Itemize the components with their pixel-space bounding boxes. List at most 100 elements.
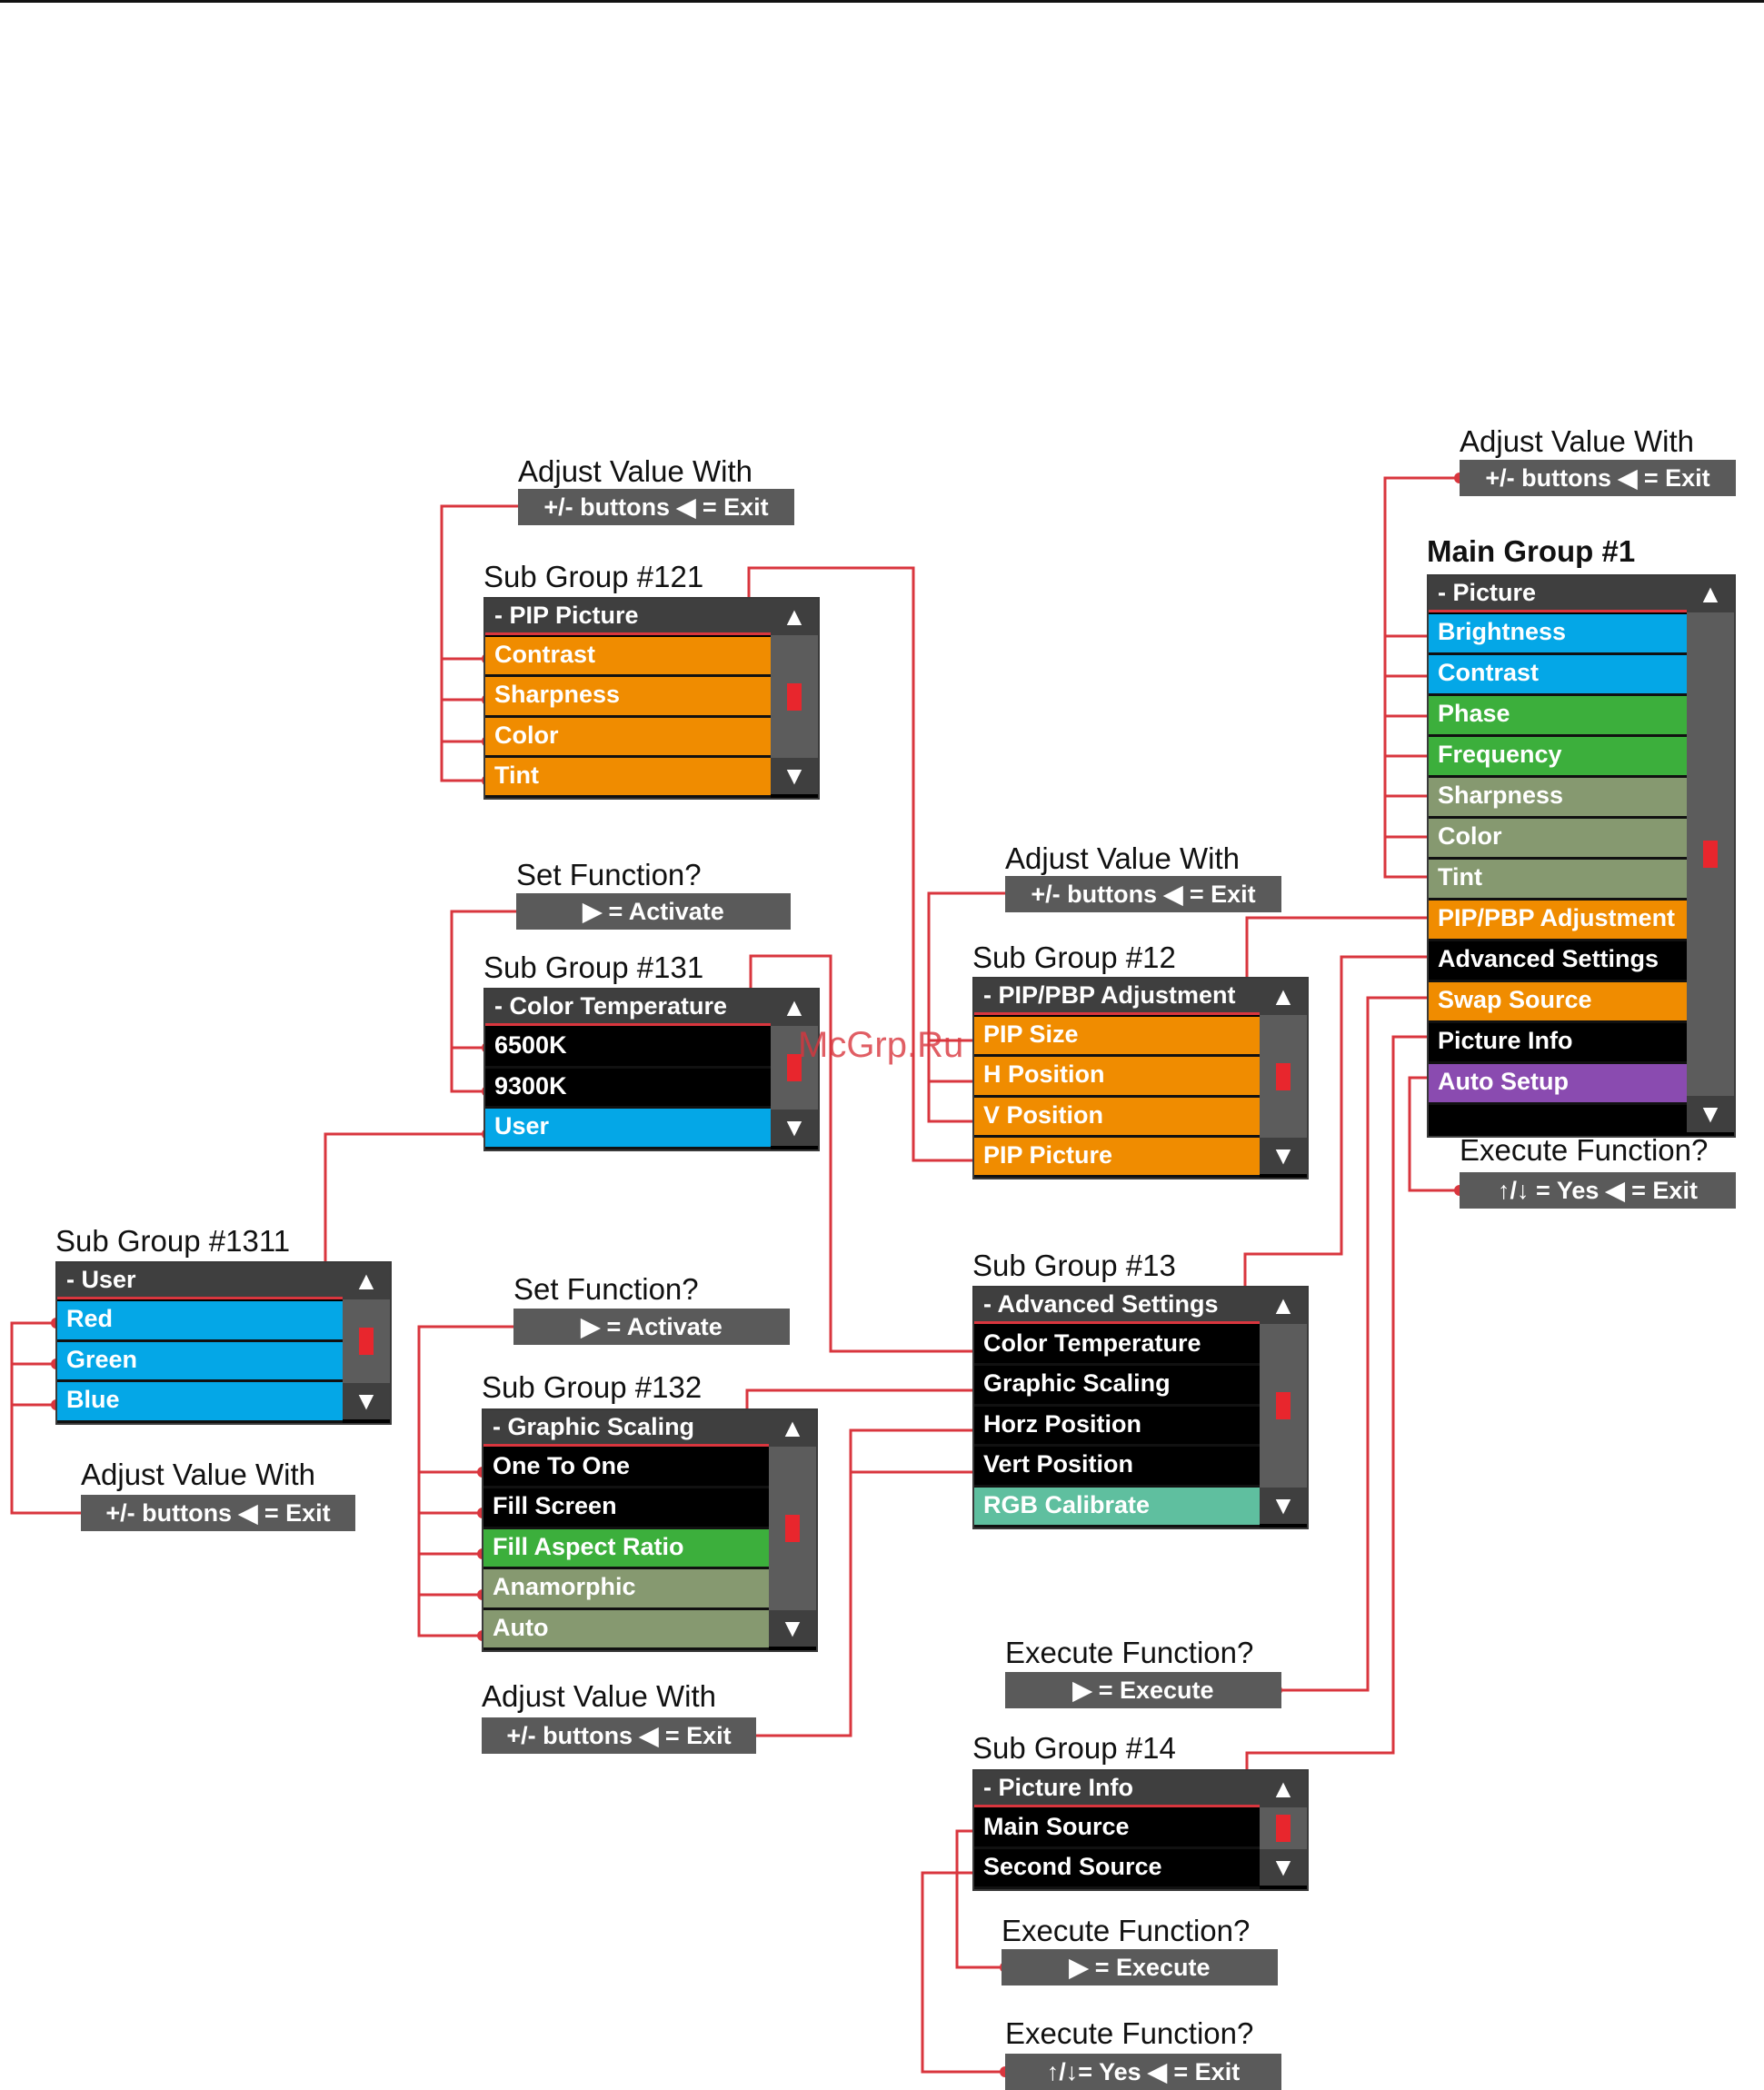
scrollbar[interactable]: ▲▼ [1260,1288,1307,1524]
scroll-down-icon[interactable]: ▼ [769,1610,816,1647]
scrollbar[interactable]: ▲▼ [1260,979,1307,1174]
scrollbar[interactable]: ▲▼ [1260,1771,1307,1886]
scroll-thumb[interactable] [359,1328,374,1355]
menu-item[interactable]: PIP/PBP Adjustment [1429,901,1687,941]
hint-execute-14: ▶ = Execute [1002,1949,1278,1986]
menu-item[interactable]: Swap Source [1429,982,1687,1023]
menu-item[interactable]: Contrast [1429,655,1687,696]
menu-item[interactable]: 6500K [485,1028,771,1069]
scroll-up-icon[interactable]: ▲ [1260,979,1307,1015]
menu-header: - Graphic Scaling [483,1410,769,1447]
wire-sg131-user [324,1132,487,1283]
scroll-thumb[interactable] [787,682,802,711]
scroll-up-icon[interactable]: ▲ [1260,1288,1307,1324]
menu-header: - User [57,1263,343,1299]
menu-item[interactable]: Sharpness [1429,778,1687,819]
hint-adjust-1311: +/- buttons ◀ = Exit [81,1495,355,1531]
scrollbar[interactable]: ▲▼ [771,990,818,1146]
menu-header: - Advanced Settings [974,1288,1260,1324]
hint-adjust-121: +/- buttons ◀ = Exit [518,489,794,525]
caption-adjust-value-132: Adjust Value With [482,1679,717,1713]
menu-item[interactable]: Advanced Settings [1429,941,1687,982]
watermark: McGrp.Ru [798,1025,964,1065]
menu-item[interactable]: Graphic Scaling [974,1366,1260,1407]
scroll-thumb[interactable] [1276,1815,1291,1842]
wire-sg132-set [417,1325,531,1637]
scroll-up-icon[interactable]: ▲ [1687,576,1734,612]
scrollbar[interactable]: ▲▼ [771,599,818,794]
scroll-thumb[interactable] [787,1054,802,1081]
menu-item[interactable]: Main Source [974,1809,1260,1849]
menu-item[interactable]: Tint [485,757,771,798]
scroll-down-icon[interactable]: ▼ [1687,1096,1734,1132]
menu-item[interactable]: Contrast [485,637,771,678]
caption-set-function-131: Set Function? [516,858,702,891]
scroll-up-icon[interactable]: ▲ [1260,1771,1307,1807]
menu-item[interactable]: Red [57,1301,343,1342]
scrollbar[interactable]: ▲▼ [769,1410,816,1647]
caption-sub-group-132: Sub Group #132 [482,1370,703,1404]
menu-item[interactable]: Frequency [1429,737,1687,778]
menu-item[interactable]: Green [57,1341,343,1383]
caption-execute-function-14: Execute Function? [1002,1914,1251,1947]
menu-item[interactable]: Picture Info [1429,1023,1687,1064]
menu-item[interactable]: Brightness [1429,614,1687,655]
caption-sub-group-121: Sub Group #121 [483,560,704,593]
menu-item[interactable]: RGB Calibrate [974,1487,1260,1528]
scroll-down-icon[interactable]: ▼ [1260,1849,1307,1886]
top-rule [0,0,1764,3]
menu-item[interactable]: Color [485,717,771,758]
scroll-up-icon[interactable]: ▲ [769,1410,816,1447]
scroll-up-icon[interactable]: ▲ [771,990,818,1026]
scroll-down-icon[interactable]: ▼ [771,1110,818,1146]
menu-item[interactable]: V Position [974,1097,1260,1138]
menu-item[interactable]: Color Temperature [974,1326,1260,1367]
menu-item[interactable]: Blue [57,1382,343,1423]
menu-item[interactable]: Tint [1429,860,1687,901]
scroll-thumb[interactable] [1276,1392,1291,1419]
menu-item[interactable]: Auto [483,1609,769,1650]
scrollbar[interactable]: ▲▼ [1687,576,1734,1132]
menu-item[interactable]: User [485,1109,771,1150]
menu-item[interactable]: One To One [483,1448,769,1489]
wire-sg121-sg12 [747,566,978,1162]
scrollbar[interactable]: ▲▼ [343,1263,390,1419]
hint-execute-bottom: ↑/↓= Yes ◀ = Exit [1005,2054,1281,2090]
scroll-up-icon[interactable]: ▲ [771,599,818,635]
wire-sg132-adjust [747,1428,978,1737]
menu-item[interactable]: Sharpness [485,677,771,718]
hint-adjust-132: +/- buttons ◀ = Exit [482,1717,756,1754]
scroll-down-icon[interactable]: ▼ [771,758,818,794]
menu-item[interactable]: Anamorphic [483,1569,769,1610]
menu-header: - PIP Picture [485,599,771,635]
menu-item[interactable]: H Position [974,1057,1260,1098]
menu-header: - Color Temperature [485,990,771,1026]
scroll-up-icon[interactable]: ▲ [343,1263,390,1299]
caption-sub-group-14: Sub Group #14 [972,1731,1176,1765]
wire-auto-exec [1408,1076,1460,1192]
menu-item[interactable]: Fill Aspect Ratio [483,1528,769,1570]
menu-item[interactable]: Phase [1429,696,1687,737]
menu-item[interactable]: Fill Screen [483,1488,769,1529]
scroll-thumb[interactable] [1703,841,1718,868]
wire-swap-exec [1277,996,1438,1692]
menu-item[interactable]: PIP Size [974,1017,1260,1058]
menu-item[interactable]: Vert Position [974,1447,1260,1488]
menu-item[interactable]: Auto Setup [1429,1064,1687,1105]
menu-item[interactable]: Second Source [974,1849,1260,1889]
hint-execute-13: ▶ = Execute [1005,1672,1281,1708]
menu-item[interactable]: 9300K [485,1068,771,1110]
caption-sub-group-12: Sub Group #12 [972,940,1176,974]
menu-item[interactable]: Horz Position [974,1406,1260,1448]
menu-item[interactable]: Color [1429,819,1687,860]
scroll-down-icon[interactable]: ▼ [343,1383,390,1419]
scroll-down-icon[interactable]: ▼ [1260,1488,1307,1524]
wire-adv-sg13 [1243,955,1438,1309]
scroll-thumb[interactable] [785,1515,800,1542]
menu-item[interactable]: PIP Picture [974,1137,1260,1178]
scroll-thumb[interactable] [1276,1062,1291,1090]
scroll-down-icon[interactable]: ▼ [1260,1138,1307,1174]
caption-adjust-value-12: Adjust Value With [1005,841,1241,875]
